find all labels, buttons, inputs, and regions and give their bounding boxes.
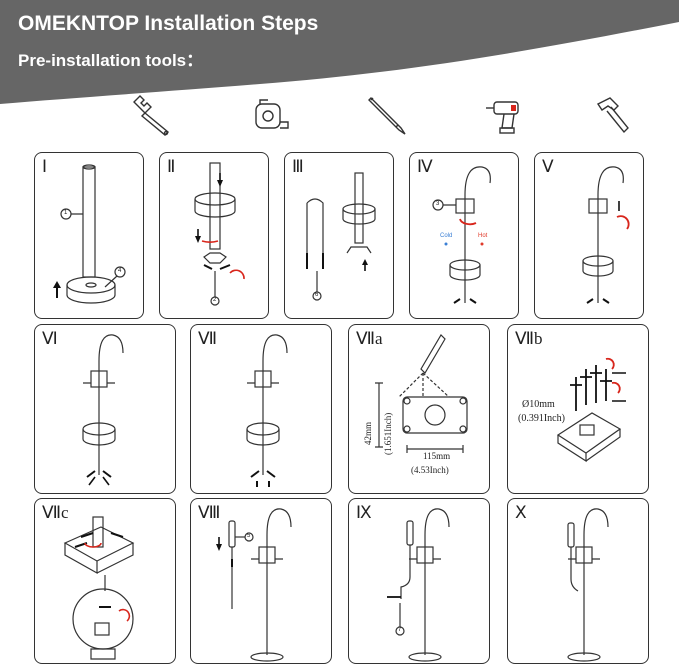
step-9-panel: Ⅸ 7 xyxy=(348,498,490,664)
header-banner: OMEKNTOP Installation Steps Pre-installa… xyxy=(0,0,679,112)
tape-measure-icon xyxy=(248,94,294,138)
pencil-icon xyxy=(365,94,411,138)
step-7c-panel: Ⅶc xyxy=(34,498,176,664)
step-label: Ⅲ xyxy=(292,157,304,176)
hammer-icon xyxy=(592,94,638,138)
callout-1: 1 xyxy=(64,210,68,216)
electric-drill-icon xyxy=(482,94,528,138)
header-background xyxy=(0,0,679,104)
step-4-panel: Ⅳ 3 Cold Hot xyxy=(409,152,519,319)
step-7-diagram xyxy=(246,334,288,487)
step-3-diagram xyxy=(306,172,376,301)
step-9-diagram xyxy=(387,508,450,662)
height-inch-label: (1.651Inch) xyxy=(383,412,393,455)
step-2-diagram xyxy=(194,162,245,306)
step-label: Ⅹ xyxy=(515,503,527,522)
step-8-diagram xyxy=(216,508,292,662)
step-label: Ⅸ xyxy=(356,503,372,522)
step-label: Ⅰ xyxy=(42,157,48,176)
step-2-panel: Ⅱ 2 xyxy=(159,152,269,319)
step-10-panel: Ⅹ xyxy=(507,498,649,664)
step-1-diagram xyxy=(53,164,126,304)
step-3-panel: Ⅲ 6 xyxy=(284,152,394,319)
step-label: Ⅵ xyxy=(42,329,58,348)
cold-label: Cold xyxy=(440,233,453,239)
step-label: Ⅷ xyxy=(198,503,221,522)
step-label: Ⅶa xyxy=(356,329,383,348)
step-label: Ⅳ xyxy=(417,157,433,176)
step-7a-diagram xyxy=(375,334,468,453)
step-5-diagram xyxy=(582,166,630,304)
diameter-mm-label: Ø10mm xyxy=(522,399,555,410)
step-1-panel: Ⅰ 1 4 xyxy=(34,152,144,319)
callout-2: 2 xyxy=(213,297,217,303)
callout-4: 4 xyxy=(118,268,122,274)
page-title: OMEKNTOP Installation Steps xyxy=(18,12,319,35)
width-inch-label: (4.53Inch) xyxy=(411,465,449,475)
step-7a-panel: Ⅶa 42mm (1.651Inch) 115mm (4.53Inch) xyxy=(348,324,490,494)
step-label: Ⅶc xyxy=(42,503,69,522)
step-5-panel: Ⅴ xyxy=(534,152,644,319)
diameter-inch-label: (0.391Inch) xyxy=(518,413,565,424)
adjustable-wrench-icon xyxy=(128,94,174,138)
hot-label: Hot xyxy=(478,233,488,239)
step-7b-panel: Ⅶb Ø10mm (0.391Inch) xyxy=(507,324,649,494)
step-7c-diagram xyxy=(63,516,135,660)
step-label: Ⅶb xyxy=(515,329,543,348)
tool-row xyxy=(0,94,679,144)
step-6-panel: Ⅵ xyxy=(34,324,176,494)
callout-7: 7 xyxy=(398,627,402,633)
step-label: Ⅶ xyxy=(198,329,218,348)
step-8-panel: Ⅷ 5 xyxy=(190,498,332,664)
width-mm-label: 115mm xyxy=(423,451,451,461)
step-7-panel: Ⅶ xyxy=(190,324,332,494)
callout-3: 3 xyxy=(436,201,440,207)
callout-5: 5 xyxy=(247,533,251,539)
step-7b-diagram xyxy=(556,357,626,463)
step-label: Ⅱ xyxy=(167,157,176,176)
step-6-diagram xyxy=(82,334,124,486)
step-10-diagram xyxy=(567,508,609,662)
callout-6: 6 xyxy=(315,292,319,298)
step-4-diagram xyxy=(432,166,491,304)
page-subtitle: Pre-installation tools： xyxy=(18,51,204,70)
step-label: Ⅴ xyxy=(542,157,554,176)
height-mm-label: 42mm xyxy=(363,421,373,445)
